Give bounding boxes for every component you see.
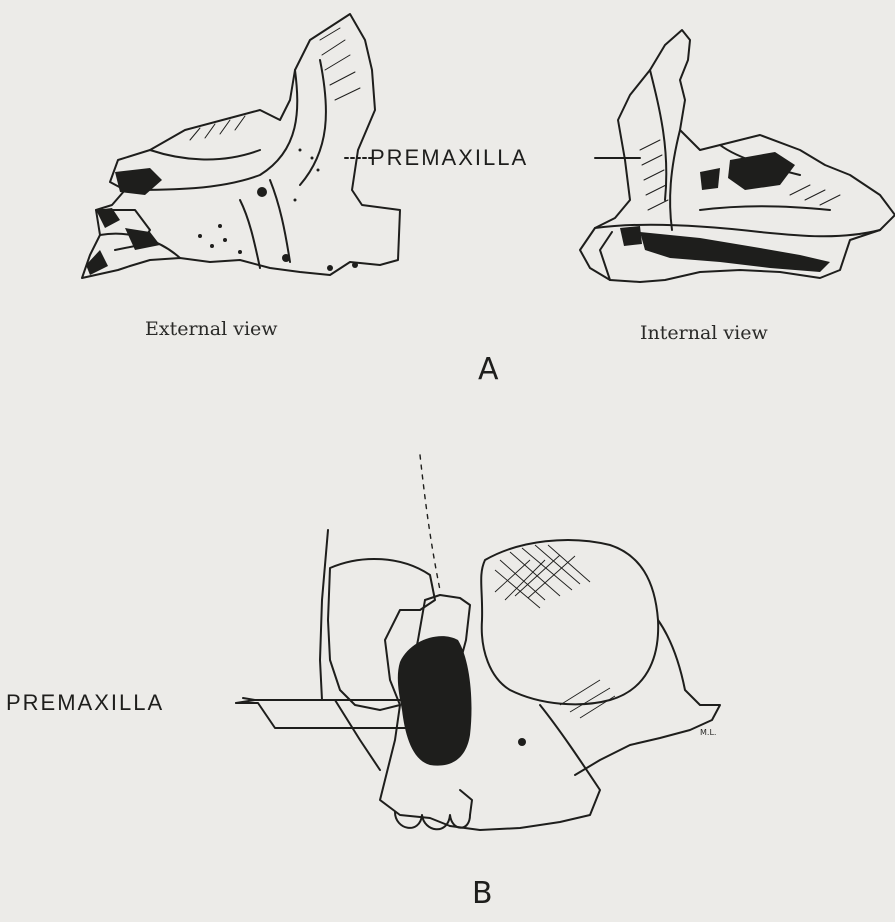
artist-initials: M.L. bbox=[700, 728, 716, 737]
panel-b-letter: B bbox=[472, 876, 493, 911]
panel-a-letter: A bbox=[478, 352, 499, 387]
right-maxilla bbox=[450, 705, 600, 830]
tooth-edge bbox=[460, 790, 472, 815]
teeth bbox=[395, 812, 470, 829]
internal-view-caption: Internal view bbox=[640, 322, 768, 344]
premaxilla-label-b: PREMAXILLA bbox=[6, 690, 164, 716]
premaxilla-label-a: PREMAXILLA bbox=[370, 145, 528, 171]
right-zygomatic bbox=[575, 620, 720, 775]
left-cheek-line bbox=[335, 700, 380, 770]
premaxilla-shaded-region bbox=[398, 636, 526, 765]
left-edge-line bbox=[320, 530, 328, 700]
external-view-caption: External view bbox=[145, 318, 278, 340]
